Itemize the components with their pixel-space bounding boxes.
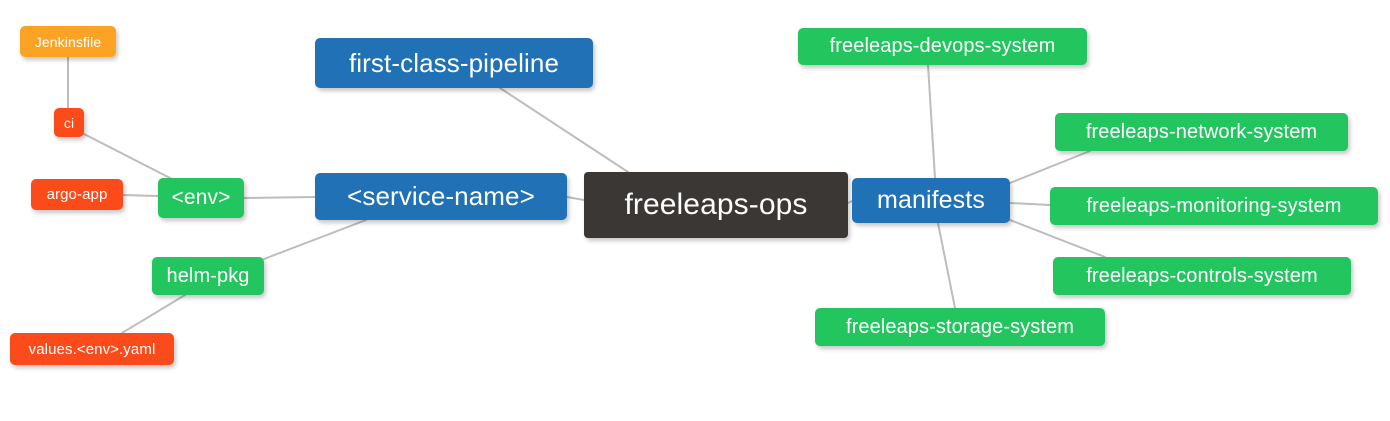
mindmap-node-freeleaps-monitoring-system[interactable]: freeleaps-monitoring-system bbox=[1050, 187, 1378, 225]
mindmap-node-jenkinsfile[interactable]: Jenkinsfile bbox=[20, 26, 116, 57]
edge-manifests-to-freeleaps-devops-system bbox=[927, 64, 936, 179]
mindmap-node-freeleaps-network-system[interactable]: freeleaps-network-system bbox=[1055, 113, 1348, 151]
edge-env-to-ci bbox=[83, 133, 173, 180]
edge-service-name-to-helm-pkg bbox=[263, 219, 367, 260]
mindmap-node-freeleaps-controls-system[interactable]: freeleaps-controls-system bbox=[1053, 257, 1351, 295]
mindmap-node-manifests[interactable]: manifests bbox=[852, 178, 1010, 223]
mindmap-node-helm-pkg[interactable]: helm-pkg bbox=[152, 257, 264, 295]
edge-env-to-argo-app bbox=[122, 194, 159, 197]
edge-helm-pkg-to-values-env-yaml bbox=[121, 294, 186, 334]
mindmap-node-service-name[interactable]: <service-name> bbox=[315, 173, 567, 220]
edge-manifests-to-freeleaps-controls-system bbox=[1009, 219, 1106, 258]
edge-manifests-to-freeleaps-monitoring-system bbox=[1009, 202, 1051, 206]
mindmap-node-argo-app[interactable]: argo-app bbox=[31, 179, 123, 210]
edge-service-name-to-env bbox=[243, 196, 316, 199]
mindmap-node-env[interactable]: <env> bbox=[158, 178, 244, 218]
mindmap-node-freeleaps-ops[interactable]: freeleaps-ops bbox=[584, 172, 848, 238]
edge-manifests-to-freeleaps-network-system bbox=[1009, 150, 1091, 184]
mindmap-node-values-env-yaml[interactable]: values.<env>.yaml bbox=[10, 333, 174, 365]
edge-first-class-pipeline-to-freeleaps-ops bbox=[499, 87, 629, 173]
edge-manifests-to-freeleaps-storage-system bbox=[937, 222, 956, 309]
mindmap-node-freeleaps-storage-system[interactable]: freeleaps-storage-system bbox=[815, 308, 1105, 346]
edge-service-name-to-freeleaps-ops bbox=[566, 196, 585, 201]
mindmap-node-ci[interactable]: ci bbox=[54, 108, 84, 137]
mindmap-node-first-class-pipeline[interactable]: first-class-pipeline bbox=[315, 38, 593, 88]
mindmap-node-freeleaps-devops-system[interactable]: freeleaps-devops-system bbox=[798, 28, 1087, 65]
